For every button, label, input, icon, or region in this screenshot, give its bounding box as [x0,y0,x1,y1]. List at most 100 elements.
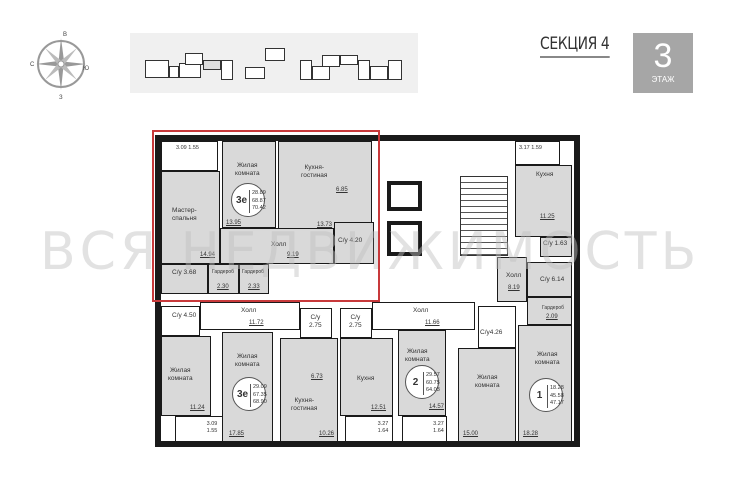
room-label: Кухня- гостиная [301,164,328,179]
room-label: Мастер- спальня [172,207,197,222]
room-area: 14.57 [429,404,445,410]
compass-east: Ю [83,66,89,72]
living-area: 18.28 [550,385,564,391]
total-area-balcony: 68.90 [253,399,267,405]
compass-south: З [59,95,63,100]
balcony-area: 3.09 1.55 [176,145,199,151]
room-hall[interactable]: Холл 11.72 [200,302,300,330]
room-bathroom[interactable]: С/у 4.50 [161,306,200,336]
room-bathroom[interactable]: С/у 1.63 [540,237,572,257]
elevator [387,181,422,211]
room-bathroom[interactable]: С/у 4.20 [334,222,374,264]
room-label: Жилая комната [235,353,260,368]
room-area: 10.26 [319,431,335,437]
room-area: 11.25 [540,214,555,220]
room-kitchen-living[interactable]: Кухня- гостиная 6.73 10.26 [280,338,338,442]
room-label: Гардероб [542,305,564,311]
watermark: ВСЯ НЕДВИЖИМОСТЬ [40,222,701,282]
room-living[interactable]: Жилая комната 18.28 [518,325,572,442]
room-living[interactable]: Жилая комната 11.24 [161,336,211,416]
balcony-area: 3.09 1.55 [206,421,218,434]
total-area: 68.87 [252,197,266,204]
room-kitchen[interactable]: Кухня 11.25 [515,165,572,237]
apartment-type: 3е [236,389,249,400]
room-label: Гардероб [212,269,234,275]
room-label: С/у 1.63 [543,240,568,247]
total-area-balcony: 70.42 [252,205,266,211]
balcony[interactable]: 3.09 1.55 [175,416,223,442]
living-area: 28.89 [252,190,266,196]
balcony[interactable]: 3.27 1.64 [345,416,393,442]
room-label: Кухня [357,375,375,382]
room-bathroom[interactable]: С/у 6.14 [527,262,572,297]
floor-number: 3 [653,37,673,75]
balcony[interactable]: 3.27 1.64 [402,416,447,442]
room-hall[interactable]: Холл 9.19 [220,228,334,264]
site-plan [130,33,418,93]
room-bathroom[interactable]: С/у 3.68 [161,264,208,294]
selected-apartment-highlight [152,130,380,302]
room-area: 17.85 [229,431,245,437]
room-area: 9.19 [287,252,299,258]
room-bathroom[interactable]: С/у 2.75 [340,308,372,338]
balcony-area: 3.17 1.59 [519,145,542,151]
total-area: 67.35 [253,391,267,398]
room-label: Жилая комната [405,348,430,363]
room-living[interactable]: Жилая комната 15.00 [458,348,516,442]
balcony[interactable]: 3.17 1.59 [515,141,560,165]
apartment-type: 2 [412,377,419,388]
stair-elevator-core [382,141,515,291]
room-area: 12.51 [371,405,387,411]
room-area: 2.30 [217,284,229,290]
room-wardrobe[interactable]: Гардероб 2.30 [208,264,239,294]
room-master-bedroom[interactable]: Мастер- спальня 14.94 [161,171,220,264]
room-area: 2.33 [248,284,260,290]
balcony[interactable]: 3.09 1.55 [161,141,218,171]
room-label: Холл [271,241,287,248]
room-bathroom[interactable]: С/у 2.75 [300,308,332,338]
room-wardrobe[interactable]: Гардероб 2.09 [527,297,572,325]
room-label: Гардероб [242,269,264,275]
room-hall[interactable]: Холл 11.66 [372,302,475,330]
room-label: Жилая комната [535,351,560,366]
room-label: Жилая комната [475,374,500,389]
apartment-type: 3е [235,195,248,206]
room-label: Жилая комната [168,367,193,382]
room-area: 15.00 [463,431,479,437]
room-label: Холл [506,272,522,279]
total-area: 45.58 [550,392,564,399]
total-area-balcony: 47.17 [550,400,564,406]
total-area: 60.75 [426,379,440,386]
room-area: 14.94 [200,252,216,258]
room-label: С/у 3.68 [172,269,197,276]
room-bathroom[interactable]: С/у4.26 [478,306,516,348]
balcony-area: 3.27 1.64 [377,421,389,434]
compass-west: С [30,62,35,68]
compass-north: В [63,32,67,38]
room-hall[interactable]: Холл 8.19 [497,257,527,302]
stairs-icon [460,176,508,256]
room-area: 13.73 [317,222,333,228]
room-wardrobe[interactable]: Гардероб 2.33 [239,264,269,294]
room-area: 2.09 [546,314,558,320]
floor-badge: 3 ЭТАЖ [633,33,693,93]
floor-label: ЭТАЖ [651,75,675,84]
room-label: С/у 4.20 [338,237,363,244]
room-kitchen[interactable]: Кухня 12.51 [340,338,393,416]
room-area: 6.85 [336,187,348,193]
room-label: Жилая комната [235,162,260,177]
room-label: Кухня [536,171,554,178]
living-area: 29.09 [253,384,267,390]
room-area: 18.28 [523,431,539,437]
room-label: С/у 6.14 [540,276,565,283]
room-label: Холл [241,307,257,314]
total-area-balcony: 64.03 [426,387,440,393]
elevator [387,221,422,256]
room-area: 11.24 [190,405,205,411]
room-label: Кухня- гостиная [291,397,318,412]
